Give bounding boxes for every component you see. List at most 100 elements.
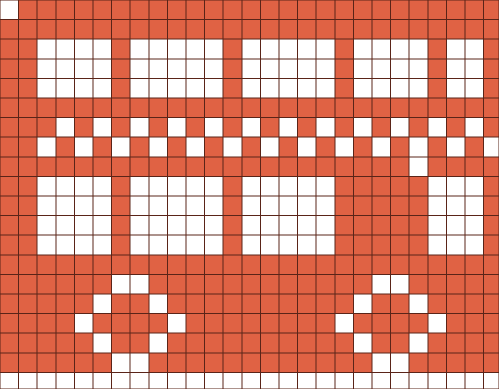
grid-cell-filled <box>316 255 335 275</box>
grid-cell-filled <box>19 20 38 40</box>
grid-cell-filled <box>353 20 372 40</box>
grid-cell-filled <box>112 157 131 177</box>
grid-cell-empty <box>353 59 372 79</box>
grid-cell-filled <box>186 255 205 275</box>
grid-cell-empty <box>428 196 447 216</box>
grid-cell-empty <box>353 39 372 59</box>
grid-cell-filled <box>484 274 499 294</box>
grid-cell-filled <box>149 255 168 275</box>
grid-cell-filled <box>335 0 354 20</box>
grid-cell-filled <box>56 294 75 314</box>
grid-cell-filled <box>260 255 279 275</box>
grid-cell-empty <box>205 216 224 236</box>
grid-cell-filled <box>223 176 242 196</box>
grid-cell-filled <box>353 157 372 177</box>
grid-cell-filled <box>93 0 112 20</box>
grid-cell-filled <box>74 118 93 138</box>
grid-cell-empty <box>56 78 75 98</box>
grid-cell-filled <box>0 137 19 157</box>
grid-cell-filled <box>186 333 205 353</box>
grid-cell-filled <box>484 353 499 373</box>
grid-cell-filled <box>372 157 391 177</box>
grid-cell-filled <box>19 157 38 177</box>
grid-cell-empty <box>37 235 56 255</box>
grid-cell-filled <box>372 235 391 255</box>
grid-cell-filled <box>0 39 19 59</box>
grid-cell-filled <box>465 255 484 275</box>
grid-cell-filled <box>223 216 242 236</box>
grid-cell-empty <box>372 59 391 79</box>
grid-cell-filled <box>112 196 131 216</box>
grid-cell-filled <box>260 118 279 138</box>
grid-cell-empty <box>465 118 484 138</box>
grid-cell-empty <box>242 39 261 59</box>
grid-cell-filled <box>446 314 465 334</box>
grid-cell-empty <box>0 0 19 20</box>
grid-cell-empty <box>130 59 149 79</box>
grid-cell-filled <box>205 353 224 373</box>
grid-cell-filled <box>205 255 224 275</box>
grid-cell-filled <box>446 20 465 40</box>
grid-cell-filled <box>223 235 242 255</box>
grid-cell-empty <box>465 39 484 59</box>
grid-cell-empty <box>279 39 298 59</box>
grid-cell-empty <box>335 137 354 157</box>
grid-cell-filled <box>205 157 224 177</box>
grid-cell-empty <box>409 78 428 98</box>
grid-cell-filled <box>409 353 428 373</box>
grid-cell-empty <box>484 372 499 389</box>
grid-cell-empty <box>391 118 410 138</box>
grid-cell-empty <box>316 235 335 255</box>
grid-cell-filled <box>223 196 242 216</box>
grid-cell-filled <box>298 157 317 177</box>
grid-cell-filled <box>93 255 112 275</box>
grid-cell-empty <box>130 176 149 196</box>
grid-cell-filled <box>223 59 242 79</box>
grid-cell-empty <box>242 216 261 236</box>
grid-cell-filled <box>391 216 410 236</box>
grid-cell-empty <box>74 176 93 196</box>
grid-cell-empty <box>205 372 224 389</box>
grid-cell-empty <box>130 274 149 294</box>
grid-cell-filled <box>353 274 372 294</box>
grid-cell-filled <box>19 274 38 294</box>
grid-cell-filled <box>112 98 131 118</box>
grid-cell-empty <box>298 137 317 157</box>
grid-cell-empty <box>372 353 391 373</box>
grid-cell-empty <box>353 118 372 138</box>
grid-cell-filled <box>93 157 112 177</box>
grid-cell-filled <box>37 157 56 177</box>
grid-cell-filled <box>279 20 298 40</box>
grid-cell-filled <box>186 20 205 40</box>
grid-cell-empty <box>279 372 298 389</box>
grid-cell-filled <box>130 255 149 275</box>
grid-cell-filled <box>335 20 354 40</box>
grid-cell-filled <box>446 333 465 353</box>
grid-cell-filled <box>260 274 279 294</box>
grid-cell-filled <box>167 255 186 275</box>
grid-cell-empty <box>409 294 428 314</box>
grid-cell-empty <box>465 78 484 98</box>
grid-cell-empty <box>223 137 242 157</box>
grid-cell-empty <box>186 59 205 79</box>
grid-cell-filled <box>167 333 186 353</box>
grid-cell-empty <box>93 216 112 236</box>
grid-cell-filled <box>372 176 391 196</box>
grid-cell-filled <box>298 98 317 118</box>
grid-cell-filled <box>37 314 56 334</box>
grid-cell-filled <box>316 98 335 118</box>
grid-cell-filled <box>316 0 335 20</box>
grid-cell-filled <box>484 39 499 59</box>
grid-cell-filled <box>298 0 317 20</box>
grid-cell-filled <box>205 137 224 157</box>
grid-cell-empty <box>149 294 168 314</box>
grid-cell-filled <box>335 353 354 373</box>
grid-cell-empty <box>260 216 279 236</box>
grid-cell-empty <box>37 372 56 389</box>
grid-cell-filled <box>205 333 224 353</box>
grid-cell-empty <box>446 216 465 236</box>
grid-cell-empty <box>428 372 447 389</box>
grid-cell-empty <box>260 372 279 389</box>
grid-cell-filled <box>316 137 335 157</box>
